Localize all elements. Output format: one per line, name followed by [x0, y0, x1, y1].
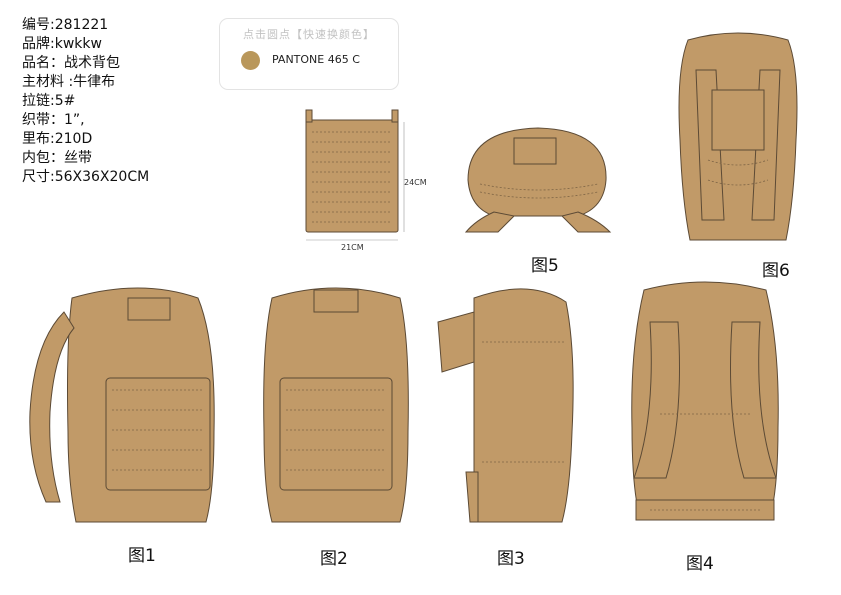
figure-4-drawing — [631, 281, 779, 521]
spec-item-main-material: 主材料 :牛律布 — [22, 74, 116, 90]
panel-height-label: 24CM — [404, 178, 427, 187]
color-swatch-card: 点击圆点【快速换颜色】 PANTONE 465 C — [219, 18, 399, 90]
spec-item-code: 编号:281221 — [22, 17, 109, 33]
molle-slots — [312, 131, 392, 223]
spec-item-webbing: 织带：1”, — [22, 112, 85, 128]
figure-2-drawing — [263, 287, 409, 523]
spec-item-brand: 品牌:kwkkw — [22, 36, 102, 52]
figure-6-drawing — [678, 32, 798, 241]
molle-panel — [305, 109, 399, 233]
figure-1-drawing — [29, 287, 215, 523]
color-swatch-label: PANTONE 465 C — [272, 53, 360, 66]
spec-item-inner-bag: 内包：丝带 — [22, 150, 92, 166]
figure-6-label: 图6 — [762, 261, 790, 281]
panel-width-label: 21CM — [341, 243, 364, 252]
figure-2-label: 图2 — [320, 549, 348, 569]
molle-panel-drawing — [305, 109, 405, 241]
figure-5-drawing — [464, 127, 612, 233]
spec-item-size: 尺寸:56X36X20CM — [22, 169, 150, 185]
figure-5-label: 图5 — [531, 256, 559, 276]
spec-item-lining: 里布:210D — [22, 131, 93, 147]
spec-item-product-name: 品名：战术背包 — [22, 55, 120, 71]
figure-3-label: 图3 — [497, 549, 525, 569]
figure-3-drawing — [437, 288, 574, 523]
figure-4-label: 图4 — [686, 554, 714, 574]
spec-list: 编号:281221 品牌:kwkkw 品名：战术背包 主材料 :牛律布 拉链:5… — [22, 16, 149, 187]
swatch-title: 点击圆点【快速换颜色】 — [243, 28, 375, 41]
spec-item-zipper: 拉链:5# — [22, 93, 76, 109]
figure-1-label: 图1 — [128, 546, 156, 566]
color-swatch-dot[interactable] — [241, 51, 260, 70]
